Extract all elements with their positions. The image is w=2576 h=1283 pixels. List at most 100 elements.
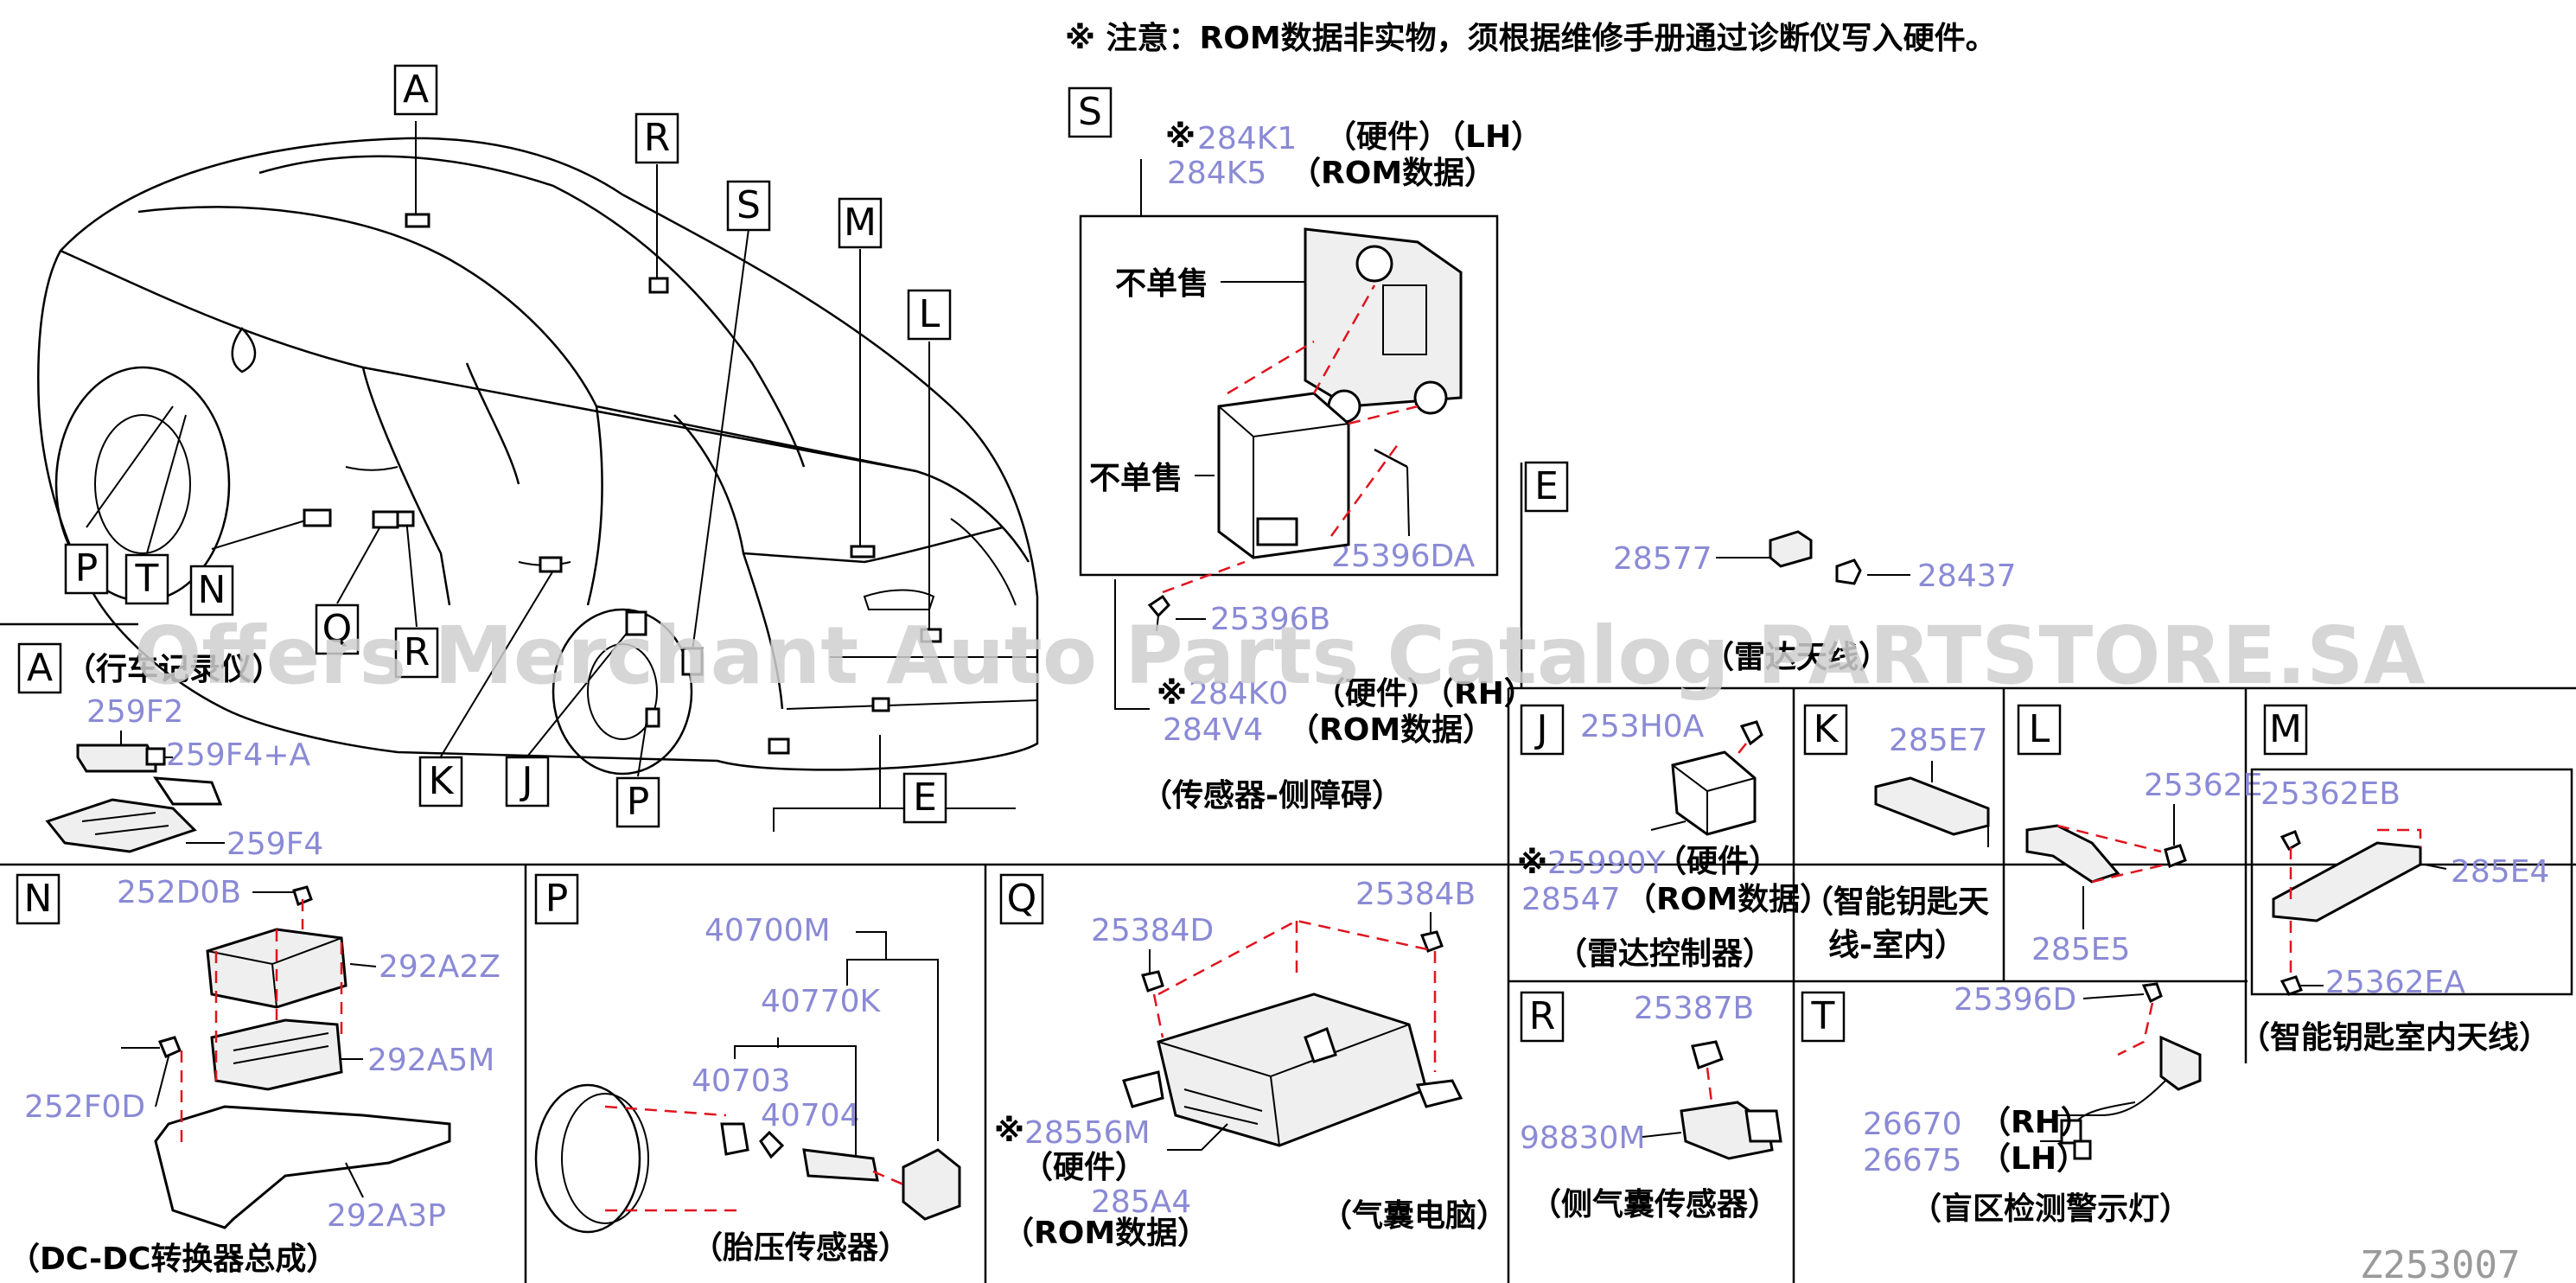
svg-text:（硬件）: （硬件） <box>1022 1150 1146 1185</box>
part-25990Y: 25990Y <box>1547 846 1667 881</box>
part-292A2Z: 292A2Z <box>379 949 501 985</box>
callout-E: E <box>913 776 937 820</box>
svg-text:（LH）: （LH） <box>1980 1141 2088 1177</box>
callout-A: A <box>403 67 429 112</box>
callout-T: T <box>135 557 159 601</box>
svg-text:R: R <box>1529 994 1556 1038</box>
svg-text:（硬件）（LH）: （硬件）（LH） <box>1325 119 1542 155</box>
part-284K5: 284K5 <box>1167 156 1266 191</box>
svg-text:※: ※ <box>1165 119 1196 155</box>
svg-text:（RH）: （RH） <box>1980 1105 2092 1140</box>
svg-text:P: P <box>545 877 569 921</box>
part-25384B: 25384B <box>1355 877 1476 912</box>
callout-L: L <box>919 292 940 336</box>
part-292A3P: 292A3P <box>327 1198 446 1234</box>
section-T-caption: （盲区检测警示灯） <box>1910 1191 2190 1227</box>
car-part-markers <box>303 213 942 755</box>
callout-R-2: R <box>404 630 430 674</box>
part-40700M: 40700M <box>705 913 831 948</box>
part-259F4: 259F4 <box>226 827 323 862</box>
section-J-caption: （雷达控制器） <box>1556 936 1774 972</box>
svg-text:（硬件）: （硬件） <box>1655 844 1780 879</box>
section-N: N 252D0B 292A2Z 292A5M 252F0D 292A3P （DC… <box>9 873 501 1277</box>
svg-text:※: ※ <box>1157 676 1187 712</box>
section-M: M 25362EB 285E4 25362EA （智能钥匙室内天线） <box>2239 704 2573 1056</box>
part-25362E: 25362E <box>2144 768 2262 803</box>
part-40704: 40704 <box>761 1098 860 1133</box>
svg-text:※: ※ <box>1517 846 1547 881</box>
callout-M: M <box>844 201 877 245</box>
part-285A4: 285A4 <box>1091 1184 1191 1220</box>
section-K-caption-2: 线-室内） <box>1828 928 1966 963</box>
section-E: E 28577 28437 （雷达天线） <box>1524 461 2017 675</box>
part-285E7: 285E7 <box>1889 723 1987 758</box>
callout-Q: Q <box>322 607 353 651</box>
section-S: S ※ 284K1 （硬件）（LH） 284K5 （ROM数据） 不单售 不单售… <box>1068 86 1542 814</box>
svg-text:（硬件）（RH）: （硬件）（RH） <box>1314 676 1535 712</box>
watermark: Offers Merchant Auto Parts Catalog PARTS… <box>134 610 2426 702</box>
not-sold-label-1: 不单售 <box>1115 266 1208 302</box>
svg-text:（ROM数据）: （ROM数据） <box>1288 712 1494 748</box>
section-A-caption: （行车记录仪） <box>65 652 283 687</box>
svg-text:（ROM数据）: （ROM数据） <box>1003 1216 1208 1251</box>
part-284K0: 284K0 <box>1189 676 1288 712</box>
section-P-caption: （胎压传感器） <box>692 1230 909 1266</box>
part-40770K: 40770K <box>761 984 882 1019</box>
svg-text:※: ※ <box>994 1114 1024 1149</box>
car-callout-leaders <box>86 121 1016 832</box>
section-S-caption: （传感器-侧障碍） <box>1141 778 1403 814</box>
callout-S: S <box>736 183 761 227</box>
section-M-caption: （智能钥匙室内天线） <box>2239 1020 2550 1056</box>
header-note: ※ 注意：ROM数据非实物，须根据维修手册通过诊断仪写入硬件。 <box>1065 21 1997 56</box>
part-28547: 28547 <box>1521 882 1621 917</box>
part-28437: 28437 <box>1917 559 2017 594</box>
part-259F2: 259F2 <box>86 694 183 730</box>
part-259F4A: 259F4+A <box>166 737 310 773</box>
svg-text:K: K <box>1814 707 1840 751</box>
callout-P-2: P <box>627 780 650 824</box>
part-292A5M: 292A5M <box>367 1043 494 1078</box>
svg-text:L: L <box>2029 707 2050 751</box>
part-25396D: 25396D <box>1954 982 2076 1018</box>
svg-text:J: J <box>1534 707 1548 751</box>
part-28556M: 28556M <box>1024 1115 1151 1151</box>
section-R-caption: （侧气囊传感器） <box>1530 1187 1779 1222</box>
part-26675: 26675 <box>1863 1143 1962 1178</box>
svg-text:S: S <box>1078 90 1102 134</box>
part-253H0A: 253H0A <box>1580 709 1705 744</box>
part-25396B: 25396B <box>1210 602 1330 637</box>
section-J: J 253H0A ※ 25990Y （硬件） 28547 （ROM数据） （雷达… <box>1517 704 1831 972</box>
svg-text:A: A <box>27 646 53 690</box>
section-T: T 25396D 26670 （RH） 26675 （LH） （盲区检测警示灯） <box>1801 982 2202 1227</box>
part-252D0B: 252D0B <box>117 875 241 910</box>
part-284V4: 284V4 <box>1163 712 1263 748</box>
section-Q: Q 25384D 25384B ※ 28556M （硬件） 285A4 （ROM… <box>994 873 1508 1251</box>
part-25362EA: 25362EA <box>2325 965 2465 1000</box>
car-callouts: A R S M L P T N Q R K J P E <box>64 64 952 828</box>
diagram-code: Z253007 <box>2360 1243 2520 1283</box>
svg-text:Q: Q <box>1007 877 1037 921</box>
section-P: P 40700M 40770K 40703 40704 （胎压传感器） <box>534 873 961 1266</box>
section-L: L 25362E 285E5 <box>2017 704 2262 967</box>
part-25396DA: 25396DA <box>1331 539 1476 574</box>
part-284K1: 284K1 <box>1197 121 1297 156</box>
section-K: K 285E7 （智能钥匙天 线-室内） <box>1802 704 1990 963</box>
part-40703: 40703 <box>692 1063 791 1099</box>
callout-K: K <box>429 759 455 803</box>
part-25387B: 25387B <box>1634 991 1754 1026</box>
part-25362EB: 25362EB <box>2260 776 2401 812</box>
svg-text:E: E <box>1534 464 1559 508</box>
section-Q-caption: （气囊电脑） <box>1321 1198 1508 1234</box>
callout-J: J <box>520 759 533 803</box>
part-25384D: 25384D <box>1091 913 1214 948</box>
part-28577: 28577 <box>1613 541 1712 577</box>
svg-text:（ROM数据）: （ROM数据） <box>1625 882 1831 917</box>
part-252F0D: 252F0D <box>24 1089 145 1125</box>
part-285E4: 285E4 <box>2451 854 2549 890</box>
callout-P-1: P <box>75 546 99 590</box>
part-98830M: 98830M <box>1520 1120 1646 1156</box>
section-R: R 25387B 98830M （侧气囊传感器） <box>1520 991 1782 1222</box>
svg-text:M: M <box>2269 707 2302 751</box>
callout-N: N <box>198 568 226 612</box>
